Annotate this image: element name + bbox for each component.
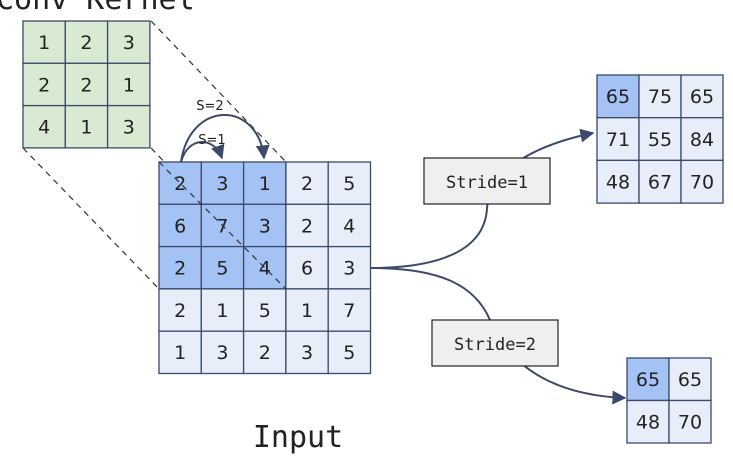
grid-cell: [680, 159, 724, 204]
cell-value: 55: [648, 129, 672, 151]
cell-value: 65: [690, 86, 714, 108]
grid-cell: [64, 104, 109, 149]
input-grid: 2312567324254632151713235: [158, 161, 372, 375]
grid-cell: [680, 117, 724, 162]
grid-cell: [106, 62, 151, 107]
grid-cell: [327, 203, 372, 248]
cell-value: 65: [636, 369, 660, 391]
cell-value: 3: [259, 215, 271, 237]
grid-cell: [285, 330, 329, 375]
grid-cell: [158, 330, 202, 375]
cell-value: 2: [174, 258, 186, 280]
grid-cell: [285, 161, 329, 205]
stride-1-annotation: S=1: [198, 133, 225, 148]
cell-value: 4: [343, 215, 355, 237]
cell-value: 2: [174, 173, 186, 195]
cell-value: 1: [259, 173, 271, 195]
cell-value: 3: [301, 342, 313, 364]
grid-cell: [64, 20, 109, 64]
grid-cell: [200, 161, 245, 205]
grid-cell: [327, 330, 372, 375]
stride-2-box: Stride=2: [431, 319, 559, 367]
cell-value: 2: [80, 74, 92, 96]
cell-value: 2: [80, 32, 92, 54]
kernel-title: Conv Kernel: [0, 0, 195, 17]
cell-value: 3: [343, 258, 355, 280]
cell-value: 5: [343, 342, 355, 364]
grid-cell: [668, 399, 712, 444]
cell-value: 7: [343, 300, 355, 322]
cell-value: 1: [174, 342, 186, 364]
stride-1-box: Stride=1: [423, 157, 551, 205]
cell-value: 2: [301, 173, 313, 195]
cell-value: 1: [301, 300, 313, 322]
cell-value: 2: [259, 342, 271, 364]
cell-value: 84: [690, 129, 714, 151]
cell-value: 3: [123, 117, 135, 139]
cell-value: 70: [690, 172, 714, 194]
grid-cell: [242, 161, 287, 205]
cell-value: 1: [216, 300, 228, 322]
stride-2-annotation: S=2: [196, 99, 223, 114]
grid-cell: [596, 159, 640, 204]
cell-value: 4: [259, 258, 271, 280]
cell-value: 65: [678, 369, 702, 391]
cell-value: 3: [123, 32, 135, 54]
grid-cell: [668, 357, 712, 402]
grid-cell: [242, 330, 287, 375]
grid-cell: [242, 203, 287, 248]
cell-value: 4: [38, 117, 50, 139]
cell-value: 75: [648, 86, 672, 108]
grid-cell: [22, 20, 66, 64]
cell-value: 6: [174, 215, 186, 237]
stride-1-arrow: [180, 141, 225, 163]
cell-value: 48: [606, 172, 630, 194]
stride-1-label: Stride=1: [446, 173, 528, 193]
grid-cell: [327, 288, 372, 332]
cell-value: 5: [216, 258, 228, 280]
cell-value: 1: [80, 117, 92, 139]
cell-value: 70: [678, 412, 702, 434]
cell-value: 6: [301, 258, 313, 280]
output-stride-1-grid: 65 75 65 71 55 84 48 67 70: [596, 74, 724, 204]
output-stride-2-grid: 65 65 48 70: [626, 357, 712, 444]
cell-value: 1: [38, 32, 50, 54]
cell-value: 5: [259, 300, 271, 322]
stride-2-label: Stride=2: [454, 335, 536, 355]
cell-value: 71: [606, 129, 630, 151]
cell-value: 48: [636, 412, 660, 434]
cell-value: 3: [216, 173, 228, 195]
cell-value: 5: [343, 173, 355, 195]
cell-value: 67: [648, 172, 672, 194]
grid-cell: [327, 245, 372, 290]
stride-2-arrow: [180, 114, 270, 163]
kernel-grid: 1 2 3 2 2 1 4 1 3: [22, 20, 151, 149]
cell-value: 65: [606, 86, 630, 108]
grid-cell: [638, 74, 682, 119]
stride-1-curve: [370, 128, 595, 269]
grid-cell: [22, 104, 66, 149]
cell-value: 2: [301, 215, 313, 237]
patch-diagonal: [158, 161, 287, 290]
cell-value: 3: [216, 342, 228, 364]
cell-value: 2: [174, 300, 186, 322]
input-label: Input: [253, 420, 343, 455]
grid-cell: [596, 117, 640, 162]
cell-value: 1: [123, 74, 135, 96]
grid-cell: [106, 104, 151, 149]
cell-value: 2: [38, 74, 50, 96]
grid-cell: [626, 357, 670, 402]
grid-cell: [327, 161, 372, 205]
